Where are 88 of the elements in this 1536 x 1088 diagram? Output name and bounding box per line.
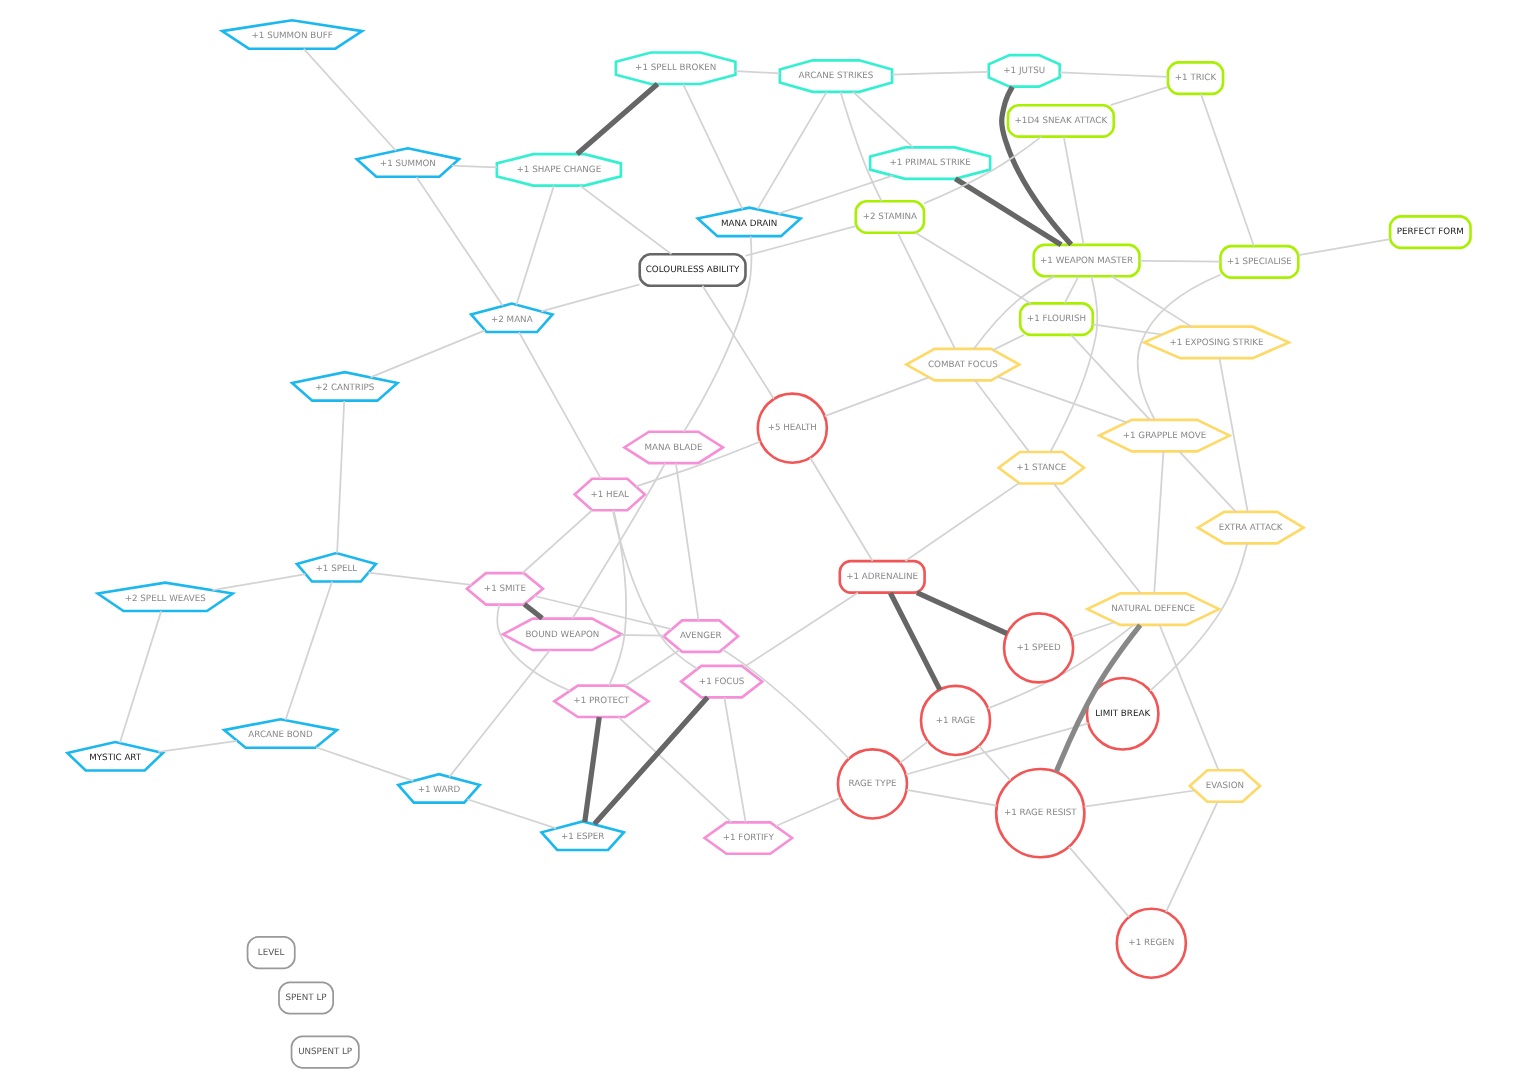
connector <box>623 649 680 687</box>
connector <box>1296 238 1390 256</box>
connector <box>578 184 672 256</box>
connector <box>720 648 849 760</box>
connector <box>517 331 601 480</box>
connector <box>977 745 1011 782</box>
connector <box>465 798 556 830</box>
connector <box>808 456 873 562</box>
connector <box>118 610 162 744</box>
connector <box>700 284 774 400</box>
connector <box>301 48 396 152</box>
connector <box>733 70 780 75</box>
connector <box>1217 357 1248 513</box>
connector <box>1164 801 1218 913</box>
connector <box>887 591 942 691</box>
connector <box>1137 260 1221 263</box>
connector <box>681 83 743 210</box>
connector <box>1177 450 1236 513</box>
connector <box>1109 275 1192 328</box>
connector <box>314 746 414 782</box>
connector <box>914 590 1007 636</box>
connector <box>742 591 858 668</box>
connector <box>574 82 659 156</box>
connector <box>1090 323 1162 336</box>
connector <box>682 235 752 433</box>
connector <box>890 71 989 76</box>
connector <box>368 329 485 379</box>
connector <box>1048 275 1098 453</box>
connector <box>495 603 570 692</box>
connector <box>913 231 1031 305</box>
connector <box>414 176 503 307</box>
connector <box>591 695 709 826</box>
connector <box>972 379 1030 453</box>
connector <box>1069 621 1115 638</box>
connector <box>366 571 472 586</box>
connector <box>904 789 997 807</box>
connector <box>532 595 672 630</box>
connector <box>774 797 841 827</box>
connector <box>1148 542 1248 692</box>
connector <box>1061 135 1084 246</box>
connector <box>616 716 732 823</box>
connector <box>1052 483 1141 595</box>
connector <box>952 176 1062 247</box>
connector <box>607 509 626 687</box>
connector <box>1199 93 1254 247</box>
connector <box>851 91 913 148</box>
connector <box>998 85 1073 247</box>
connector <box>634 440 761 488</box>
connector <box>283 580 332 721</box>
connector <box>743 225 856 257</box>
connector <box>581 716 601 823</box>
connector <box>895 232 955 350</box>
connector <box>1108 86 1168 106</box>
connector <box>1057 71 1168 78</box>
connector <box>1067 845 1129 918</box>
connector <box>972 275 1054 350</box>
connector <box>776 174 893 215</box>
connector <box>1069 334 1150 421</box>
connector <box>570 462 665 620</box>
connector <box>156 740 237 753</box>
connector <box>449 164 497 169</box>
connector <box>898 740 928 764</box>
connector <box>521 602 543 621</box>
connector <box>1157 624 1219 771</box>
connector <box>1135 273 1221 421</box>
connector <box>520 509 593 574</box>
connector <box>822 376 929 417</box>
connector <box>447 649 550 778</box>
connector <box>986 624 1134 710</box>
connector <box>1052 623 1142 773</box>
connector <box>995 376 1127 424</box>
connector <box>210 573 306 592</box>
connector <box>1082 789 1195 808</box>
connector <box>514 185 554 306</box>
connector <box>904 722 1089 776</box>
connector <box>335 400 345 555</box>
connector <box>755 90 827 210</box>
connector <box>1062 275 1079 304</box>
connector <box>618 634 664 637</box>
connector <box>838 91 882 202</box>
connector <box>991 334 1024 351</box>
connector <box>903 482 1020 562</box>
connector <box>922 135 1041 205</box>
connector <box>610 509 698 670</box>
connector <box>674 462 699 622</box>
connector <box>722 696 746 824</box>
connector <box>539 283 640 313</box>
connector <box>1152 450 1164 594</box>
